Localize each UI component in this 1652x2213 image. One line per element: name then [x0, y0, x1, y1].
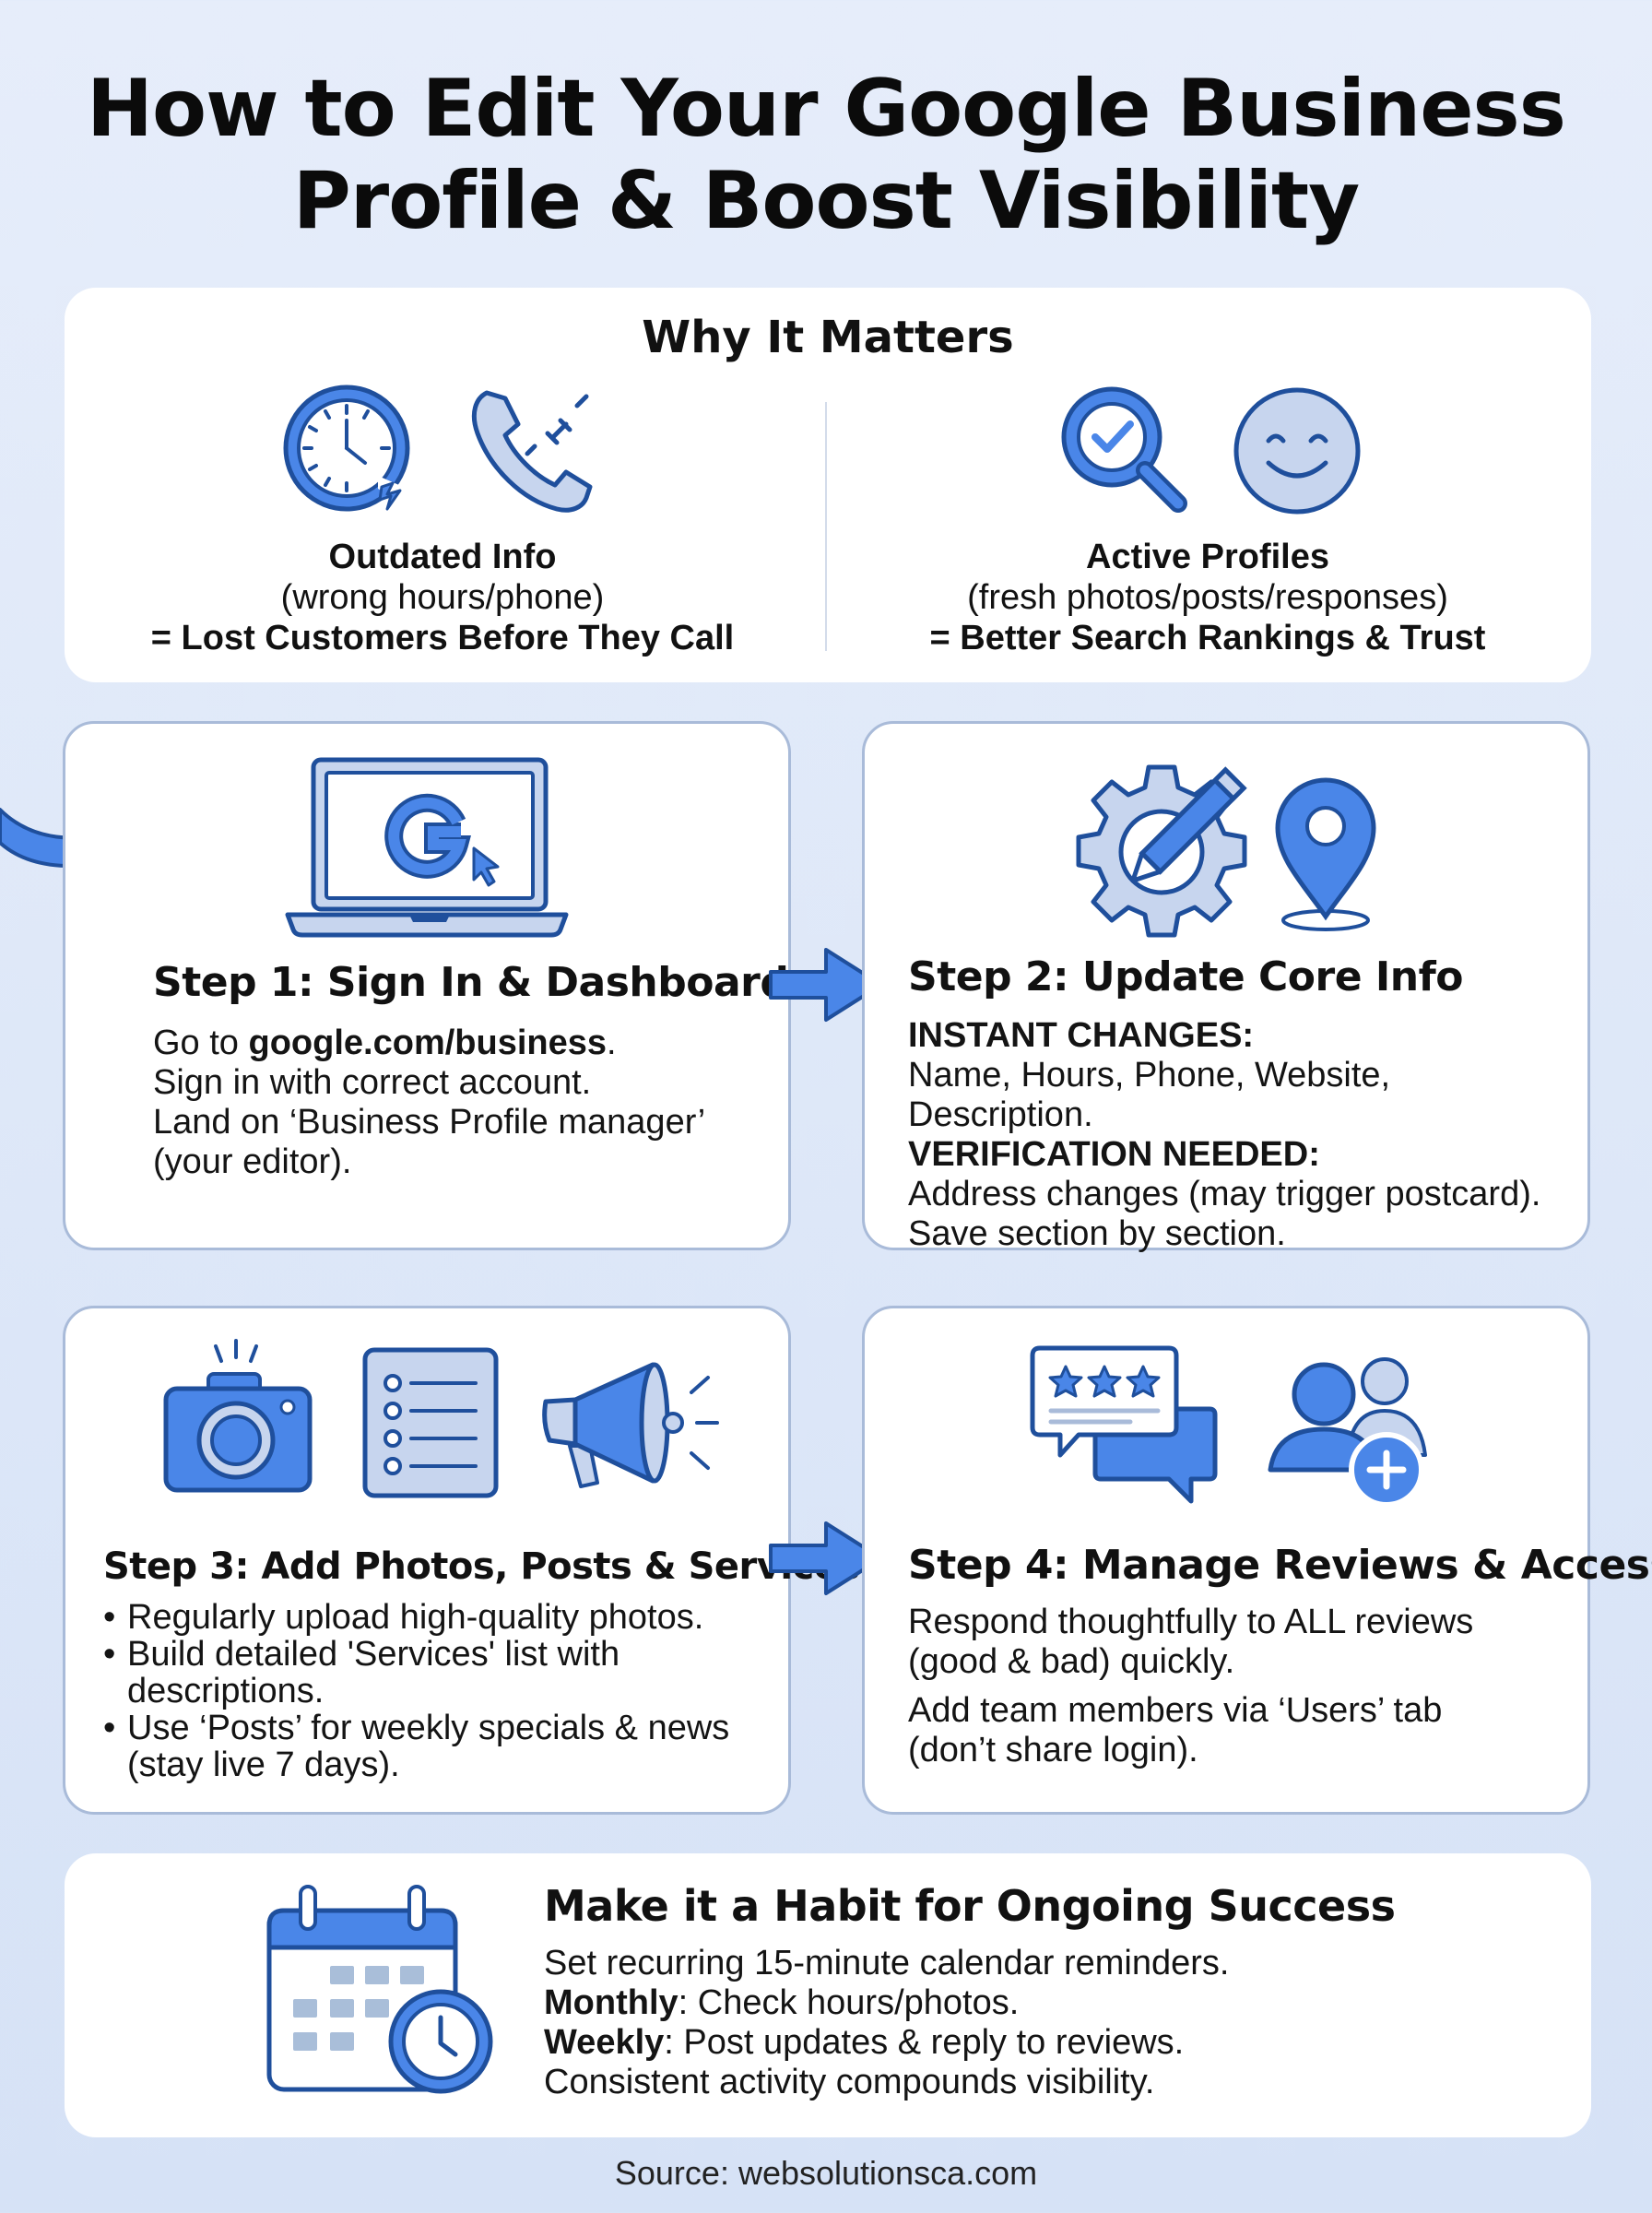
habit-weekly-label: Weekly [544, 2023, 665, 2062]
step2-card [862, 721, 1590, 1250]
step2-instant-label: INSTANT CHANGES: [908, 1016, 1255, 1055]
habit-line4: Consistent activity compounds visibility… [544, 2063, 1155, 2101]
step3-bullet-3: Use ‘Posts’ for weekly specials & news (… [103, 1710, 749, 1783]
add-user-icon [1268, 1357, 1427, 1508]
step3-bullet-2: Build detailed 'Services' list with desc… [103, 1636, 749, 1710]
step4-title: Step 4: Manage Reviews & Access [908, 1542, 1652, 1589]
step1-line1: Go to google.com/business. [153, 1024, 780, 1063]
why-left-detail: (wrong hours/phone) [280, 578, 605, 617]
review-stars-chat-icon [1030, 1345, 1218, 1504]
step1-body: Go to google.com/business. Sign in with … [153, 1024, 780, 1182]
disconnected-phone-icon [471, 390, 593, 513]
step2-body: INSTANT CHANGES: Name, Hours, Phone, Web… [908, 1016, 1581, 1254]
step4-para2: Add team members via ‘Users’ tab (don’t … [908, 1691, 1443, 1769]
habit-body: Set recurring 15-minute calendar reminde… [544, 1944, 1558, 2102]
habit-line-monthly: Monthly: Check hours/photos. [544, 1983, 1558, 2023]
step1-line4: (your editor). [153, 1142, 352, 1181]
habit-line1: Set recurring 15-minute calendar reminde… [544, 1944, 1230, 1982]
step4-card [862, 1306, 1590, 1815]
smiley-face-icon [1233, 387, 1361, 515]
habit-monthly-label: Monthly [544, 1983, 678, 2022]
page-title-line2: Profile & Boost Visibility [292, 155, 1360, 247]
step1-url: google.com/business [248, 1024, 608, 1062]
step4-para1: Respond thoughtfully to ALL reviews (goo… [908, 1603, 1474, 1681]
why-left-result: = Lost Customers Before They Call [150, 619, 735, 657]
why-divider [825, 402, 827, 651]
why-right-heading: Active Profiles [1086, 538, 1329, 576]
source-credit: Source: websolutionsca.com [614, 2154, 1038, 2192]
step1-line3: Land on ‘Business Profile manager’ [153, 1103, 706, 1142]
step3-title: Step 3: Add Photos, Posts & Services [103, 1545, 860, 1588]
step2-note: Save section by section. [908, 1214, 1286, 1253]
step3-to-step4-arrow-icon [769, 1521, 883, 1595]
why-left-heading: Outdated Info [328, 538, 557, 576]
gear-pencil-icon [1076, 764, 1247, 938]
calendar-clock-icon [266, 1885, 493, 2094]
broken-clock-icon [283, 385, 410, 512]
step4-body: Respond thoughtfully to ALL reviews (goo… [908, 1603, 1498, 1770]
step1-title: Step 1: Sign In & Dashboard [153, 959, 789, 1006]
why-right-result: = Better Search Rankings & Trust [929, 619, 1486, 657]
magnifier-check-icon [1061, 386, 1187, 513]
step2-title: Step 2: Update Core Info [908, 953, 1463, 1000]
step1-line1-suffix: . [607, 1024, 617, 1062]
page-title-line1: How to Edit Your Google Business [87, 63, 1566, 155]
list-icon [362, 1347, 499, 1498]
step3-bullet-1: Regularly upload high-quality photos. [103, 1599, 749, 1636]
page-title: How to Edit Your Google Business Profile… [0, 63, 1652, 247]
step2-verify-text: Address changes (may trigger postcard). [908, 1175, 1541, 1213]
step3-bullet-list: Regularly upload high-quality photos. Bu… [103, 1599, 749, 1783]
step3-body: Regularly upload high-quality photos. Bu… [103, 1599, 749, 1783]
why-right-detail: (fresh photos/posts/responses) [967, 578, 1448, 617]
step1-line1-prefix: Go to [153, 1024, 249, 1062]
step2-verify-label: VERIFICATION NEEDED: [908, 1135, 1320, 1174]
habit-line-weekly: Weekly: Post updates & reply to reviews. [544, 2023, 1558, 2063]
habit-weekly-text: : Post updates & reply to reviews. [664, 2023, 1185, 2062]
habit-title: Make it a Habit for Ongoing Success [544, 1881, 1396, 1931]
why-left-column: Outdated Info (wrong hours/phone) = Lost… [101, 537, 784, 658]
megaphone-icon [542, 1362, 719, 1488]
why-it-matters-heading: Why It Matters [642, 312, 1014, 363]
map-pin-icon [1275, 777, 1376, 931]
step1-line2: Sign in with correct account. [153, 1063, 592, 1102]
laptop-google-icon [285, 757, 569, 938]
step2-instant-text: Name, Hours, Phone, Website, Description… [908, 1056, 1391, 1134]
step1-to-step2-arrow-icon [769, 948, 883, 1022]
why-right-column: Active Profiles (fresh photos/posts/resp… [867, 537, 1549, 658]
habit-monthly-text: : Check hours/photos. [678, 1983, 1020, 2022]
camera-icon [163, 1339, 313, 1493]
